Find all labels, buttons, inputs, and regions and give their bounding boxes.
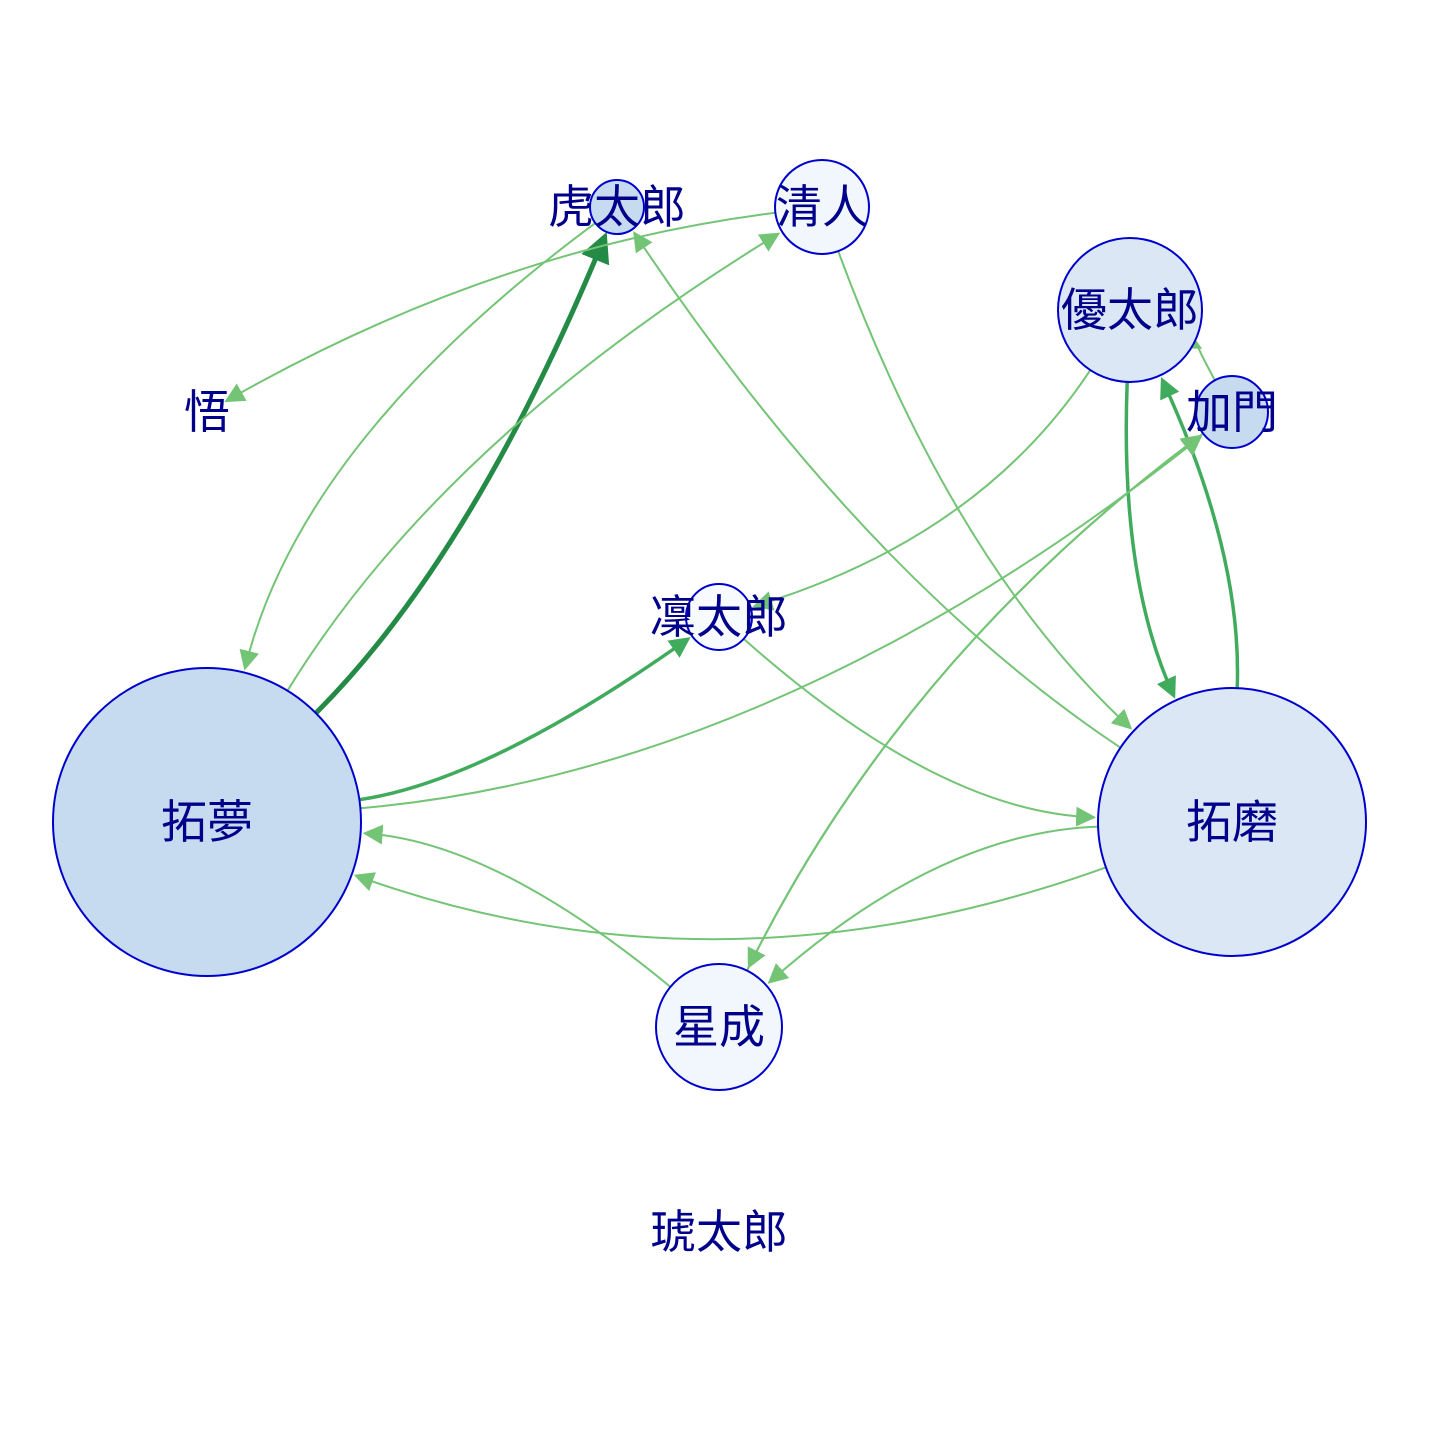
edge-rintaro-to-takuma	[743, 638, 1097, 827]
node-rintaro	[685, 583, 753, 651]
node-label-takumu: 拓夢	[161, 795, 253, 849]
node-label-seinari: 星成	[673, 1000, 765, 1054]
node-kamon	[1195, 375, 1269, 449]
node-label-kotaro2: 琥太郎	[650, 1205, 788, 1259]
node-label-kotaro: 虎太郎	[548, 180, 686, 234]
edge-yutaro-to-rintaro	[752, 369, 1092, 611]
edge-takumu-to-kamon	[360, 435, 1203, 810]
nodes-layer	[52, 159, 1367, 1091]
node-takumu	[52, 667, 362, 977]
edge-takumu-to-kotaro	[314, 231, 610, 715]
node-label-kiyoto: 清人	[776, 180, 868, 234]
node-kiyoto	[774, 159, 870, 255]
edge-kotaro-to-takumu	[239, 222, 596, 671]
edges-layer	[224, 211, 1240, 988]
edge-kiyoto-to-satoru	[224, 211, 776, 403]
node-label-yutaro: 優太郎	[1061, 283, 1199, 337]
edge-yutaro-to-takuma	[1124, 381, 1176, 699]
node-label-takuma: 拓磨	[1186, 795, 1278, 849]
node-label-kamon: 加門	[1186, 385, 1278, 439]
node-yutaro	[1057, 237, 1203, 383]
node-seinari	[655, 963, 783, 1091]
edge-takumu-to-kiyoto	[286, 232, 781, 692]
edge-kiyoto-to-takuma	[837, 250, 1133, 730]
edge-takuma-to-kotaro	[633, 231, 1122, 749]
edge-kamon-to-yutaro	[1179, 330, 1216, 381]
edge-takuma-to-yutaro	[1160, 376, 1240, 689]
node-kotaro	[589, 179, 645, 235]
edge-takuma-to-takumu	[353, 866, 1107, 941]
node-takuma	[1097, 687, 1367, 957]
edge-seinari-to-kamon	[746, 434, 1202, 971]
edge-takumu-to-rintaro	[359, 637, 691, 802]
node-label-satoru: 悟	[184, 385, 230, 439]
node-label-rintaro: 凜太郎	[650, 590, 788, 644]
edge-seinari-to-takumu	[362, 824, 672, 988]
edge-takuma-to-seinari	[767, 825, 1099, 984]
